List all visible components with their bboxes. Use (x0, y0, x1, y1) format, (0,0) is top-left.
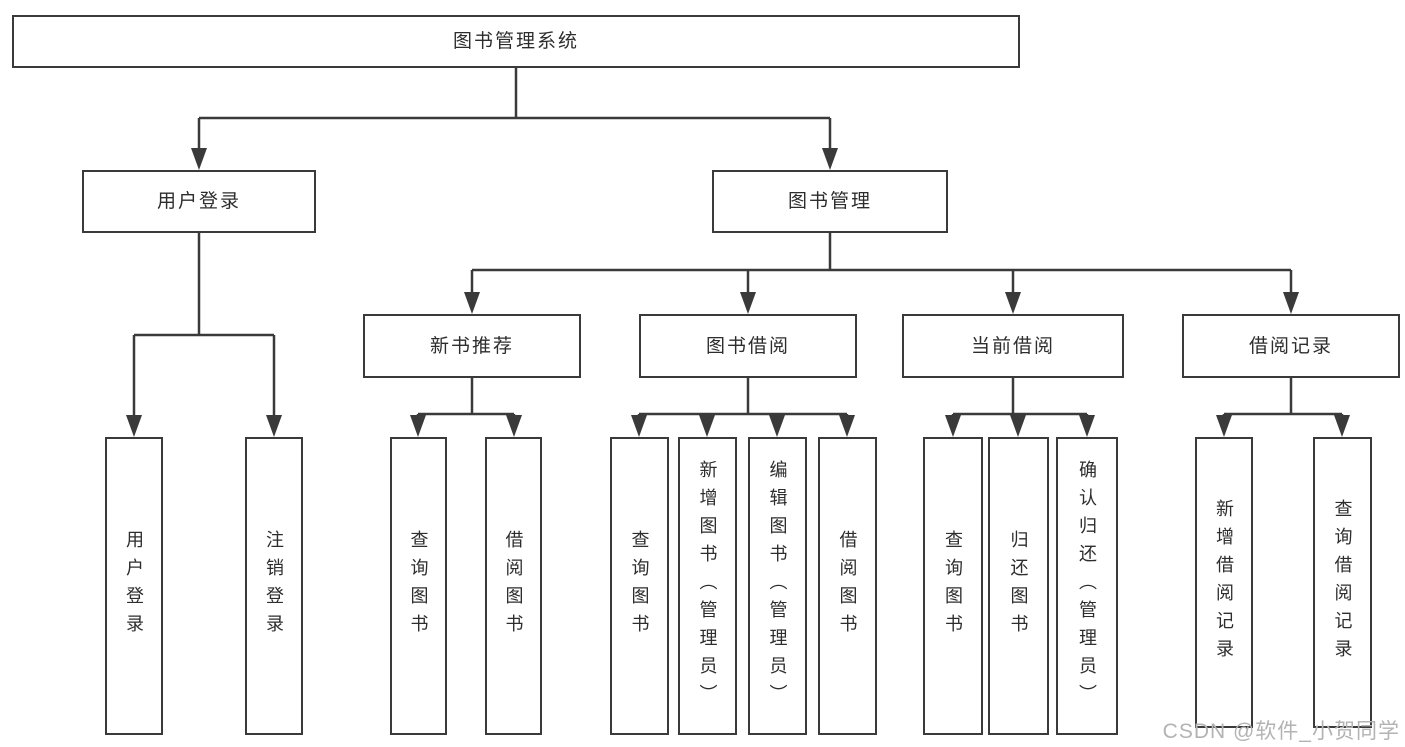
arrowhead (631, 415, 647, 437)
arrowhead (191, 148, 207, 170)
node-borrowing-records: 借阅记录 (1182, 314, 1400, 378)
node-label: 图书管理 (787, 191, 872, 212)
node-label: 新增图书（管理员） (697, 460, 718, 712)
node-leaf-logout: 注销登录 (245, 437, 303, 735)
arrowhead (506, 415, 522, 437)
node-leaf-current-return-books: 归还图书 (988, 437, 1049, 735)
node-label: 新书推荐 (429, 335, 514, 357)
arrowhead (839, 415, 855, 437)
node-label: 确认归还（管理员） (1077, 460, 1097, 712)
node-label: 查询图书 (943, 530, 963, 642)
arrowhead (1283, 292, 1299, 314)
arrowhead (822, 148, 838, 170)
node-leaf-records-add-borrow-record: 新增借阅记录 (1195, 437, 1253, 728)
node-label: 查询图书 (629, 530, 650, 642)
node-current-borrowing: 当前借阅 (902, 314, 1124, 378)
node-label: 用户登录 (156, 191, 241, 212)
node-leaf-borrowing-edit-books-admin: 编辑图书（管理员） (748, 437, 807, 735)
node-label: 查询借阅记录 (1332, 498, 1353, 667)
node-leaf-user-login: 用户登录 (105, 437, 163, 735)
node-label: 编辑图书（管理员） (767, 460, 788, 712)
node-leaf-borrowing-add-books-admin: 新增图书（管理员） (678, 437, 737, 735)
arrowhead (699, 415, 715, 437)
node-leaf-borrowing-borrow-books: 借阅图书 (818, 437, 877, 735)
node-label: 查询图书 (408, 530, 429, 642)
node-book-borrowing: 图书借阅 (639, 314, 857, 378)
arrowhead (769, 415, 785, 437)
node-leaf-recommend-borrow-books: 借阅图书 (485, 437, 542, 735)
node-leaf-current-query-books: 查询图书 (923, 437, 983, 735)
node-label: 图书管理系统 (452, 31, 579, 52)
node-user-login: 用户登录 (82, 170, 316, 233)
arrowhead (410, 415, 426, 437)
arrowhead (464, 292, 480, 314)
arrowhead (740, 292, 756, 314)
node-label: 借阅记录 (1248, 335, 1333, 357)
node-new-book-recommendation: 新书推荐 (363, 314, 581, 378)
csdn-watermark: CSDN @软件_小贺同学 (1162, 720, 1400, 743)
node-leaf-current-confirm-return-admin: 确认归还（管理员） (1056, 437, 1118, 735)
arrowhead (1334, 415, 1350, 437)
node-label: 归还图书 (1008, 530, 1029, 642)
node-label: 图书借阅 (705, 335, 790, 357)
node-label: 当前借阅 (970, 335, 1055, 357)
node-label: 借阅图书 (837, 530, 858, 642)
arrowhead (1079, 415, 1095, 437)
node-leaf-recommend-query-books: 查询图书 (390, 437, 447, 735)
node-library-management-system: 图书管理系统 (12, 15, 1020, 68)
arrowhead (1005, 292, 1021, 314)
node-book-management: 图书管理 (712, 170, 948, 233)
arrowhead (266, 415, 282, 437)
arrowhead (1010, 415, 1026, 437)
node-label: 新增借阅记录 (1214, 498, 1234, 667)
arrowhead (126, 415, 142, 437)
node-label: 借阅图书 (503, 530, 524, 642)
node-leaf-borrowing-query-books: 查询图书 (610, 437, 669, 735)
node-label: 用户登录 (124, 530, 144, 642)
arrowhead (1216, 415, 1232, 437)
node-leaf-records-query-borrow-record: 查询借阅记录 (1313, 437, 1372, 728)
node-label: 注销登录 (264, 530, 284, 642)
arrowhead (945, 415, 961, 437)
